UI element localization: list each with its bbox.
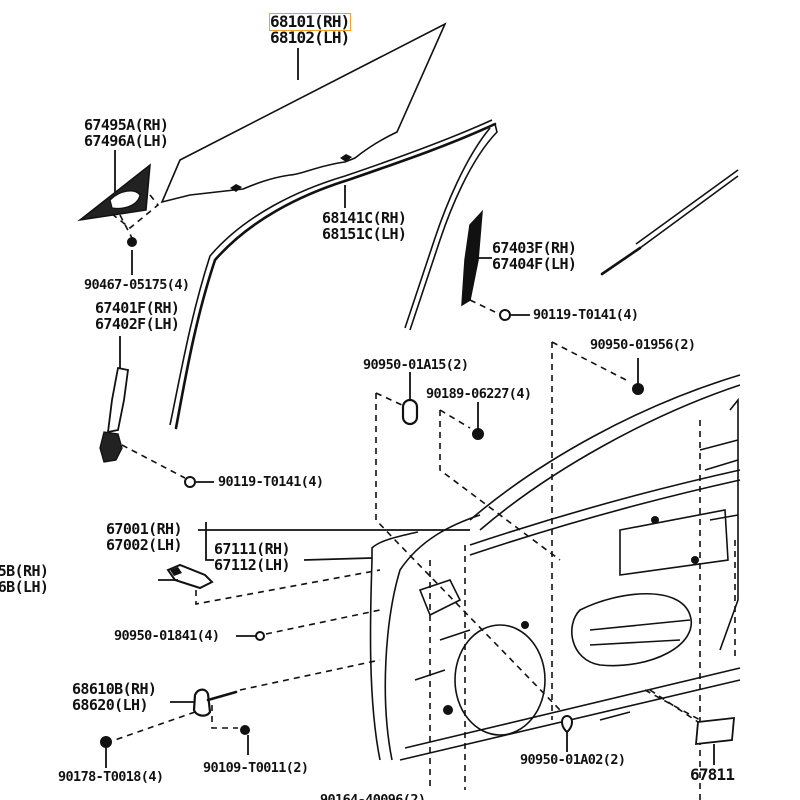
- part-number-rh[interactable]: 67495A(RH): [84, 116, 169, 134]
- part-number[interactable]: 90950-01A15(2): [363, 357, 469, 373]
- label-run-channel[interactable]: 68141C(RH) 68151C(LH): [322, 209, 407, 243]
- label-bracket-57855[interactable]: 57855B(RH) 57856B(LH): [0, 562, 49, 596]
- label-quarter-window[interactable]: 67495A(RH) 67496A(LH): [84, 116, 169, 150]
- part-number[interactable]: 90950-01841(4): [114, 628, 220, 644]
- part-number[interactable]: 90178-T0018(4): [58, 769, 164, 785]
- part-number[interactable]: 90950-01956(2): [590, 337, 696, 353]
- quarter-window-drawing: [77, 163, 160, 247]
- label-front-sash[interactable]: 67401F(RH) 67402F(LH): [95, 299, 180, 333]
- part-number-lh[interactable]: 68151C(LH): [322, 225, 407, 243]
- part-number-lh[interactable]: 67112(LH): [214, 556, 290, 574]
- part-number-lh[interactable]: 68620(LH): [72, 696, 148, 714]
- plug-icon: [632, 383, 644, 395]
- label-hinge-68610[interactable]: 68610B(RH) 68620(LH): [72, 680, 157, 714]
- hinge-drawing: [100, 659, 381, 748]
- part-number-rh[interactable]: 68610B(RH): [72, 680, 157, 698]
- label-plug-90950-01A02[interactable]: 90950-01A02(2): [520, 752, 626, 768]
- dash-guide-d: [551, 341, 631, 383]
- part-number[interactable]: 90467-05175(4): [84, 277, 190, 293]
- part-number-lh[interactable]: 67404F(LH): [492, 255, 577, 273]
- part-number-lh[interactable]: 67402F(LH): [95, 315, 180, 333]
- part-number-rh[interactable]: 68101(RH): [269, 12, 351, 31]
- part-number[interactable]: 90119-T0141(4): [533, 307, 639, 323]
- label-rear-sash[interactable]: 67403F(RH) 67404F(LH): [492, 239, 577, 273]
- label-door-panel[interactable]: 67001(RH) 67002(LH): [106, 521, 182, 553]
- rear-sash-drawing: [461, 209, 530, 321]
- bracket-57855-drawing: [158, 563, 381, 605]
- label-plug-90950-01A15[interactable]: 90950-01A15(2): [363, 357, 469, 373]
- part-number-rh[interactable]: 57855B(RH): [0, 562, 49, 580]
- front-sash-drawing: [99, 366, 214, 488]
- label-screw-90189[interactable]: 90189-06227(4): [426, 386, 532, 402]
- leader-outer-panel: [303, 557, 373, 561]
- door-shell-drawing: [369, 374, 741, 800]
- dash-guide-b: [439, 409, 561, 561]
- part-number-lh[interactable]: 57856B(LH): [0, 578, 49, 596]
- part-number[interactable]: 90950-01A02(2): [520, 752, 626, 768]
- part-number[interactable]: 90164-40096(2): [320, 792, 426, 800]
- part-number-rh[interactable]: 67001(RH): [106, 520, 182, 538]
- part-number-rh[interactable]: 67401F(RH): [95, 299, 180, 317]
- part-number-rh[interactable]: 68141C(RH): [322, 209, 407, 227]
- part-number-lh[interactable]: 67002(LH): [106, 536, 182, 554]
- part-number-rh[interactable]: 67111(RH): [214, 540, 290, 558]
- label-bolt-90109[interactable]: 90109-T0011(2): [203, 760, 309, 776]
- part-number-lh[interactable]: 68102(LH): [270, 28, 350, 47]
- seal-67811-drawing: [695, 716, 735, 746]
- part-number[interactable]: 90109-T0011(2): [203, 760, 309, 776]
- part-number[interactable]: 67811: [690, 765, 735, 784]
- label-bolt-90119-upper[interactable]: 90119-T0141(4): [533, 307, 639, 323]
- label-bolt-90164[interactable]: 90164-40096(2): [320, 792, 426, 800]
- label-seal-67811[interactable]: 67811: [690, 765, 735, 784]
- part-number[interactable]: 90189-06227(4): [426, 386, 532, 402]
- label-outer-panel[interactable]: 67111(RH) 67112(LH): [214, 541, 290, 573]
- plug-oval-icon: [401, 398, 419, 426]
- dash-guide-a: [375, 392, 561, 711]
- dash-guide-e: [265, 609, 381, 635]
- plug-grommet-icon: [560, 715, 574, 734]
- label-door-glass[interactable]: 68101(RH) 68102(LH): [269, 12, 351, 47]
- screw-icon: [472, 428, 484, 440]
- label-plug-90950-01841[interactable]: 90950-01841(4): [114, 628, 220, 644]
- label-bolt-90119-lower[interactable]: 90119-T0141(4): [218, 474, 324, 490]
- part-number-rh[interactable]: 67403F(RH): [492, 239, 577, 257]
- label-clip-90467[interactable]: 90467-05175(4): [84, 277, 190, 293]
- run-channel-drawing: [169, 119, 498, 430]
- bracket-door-panel: [205, 522, 214, 561]
- plug-small-icon: [255, 631, 265, 641]
- label-nut-90178[interactable]: 90178-T0018(4): [58, 769, 164, 785]
- part-number[interactable]: 90119-T0141(4): [218, 474, 324, 490]
- part-number-lh[interactable]: 67496A(LH): [84, 132, 169, 150]
- door-glass-drawing: [160, 22, 447, 204]
- belt-molding-drawing: [600, 169, 739, 276]
- label-plug-90950-01956[interactable]: 90950-01956(2): [590, 337, 696, 353]
